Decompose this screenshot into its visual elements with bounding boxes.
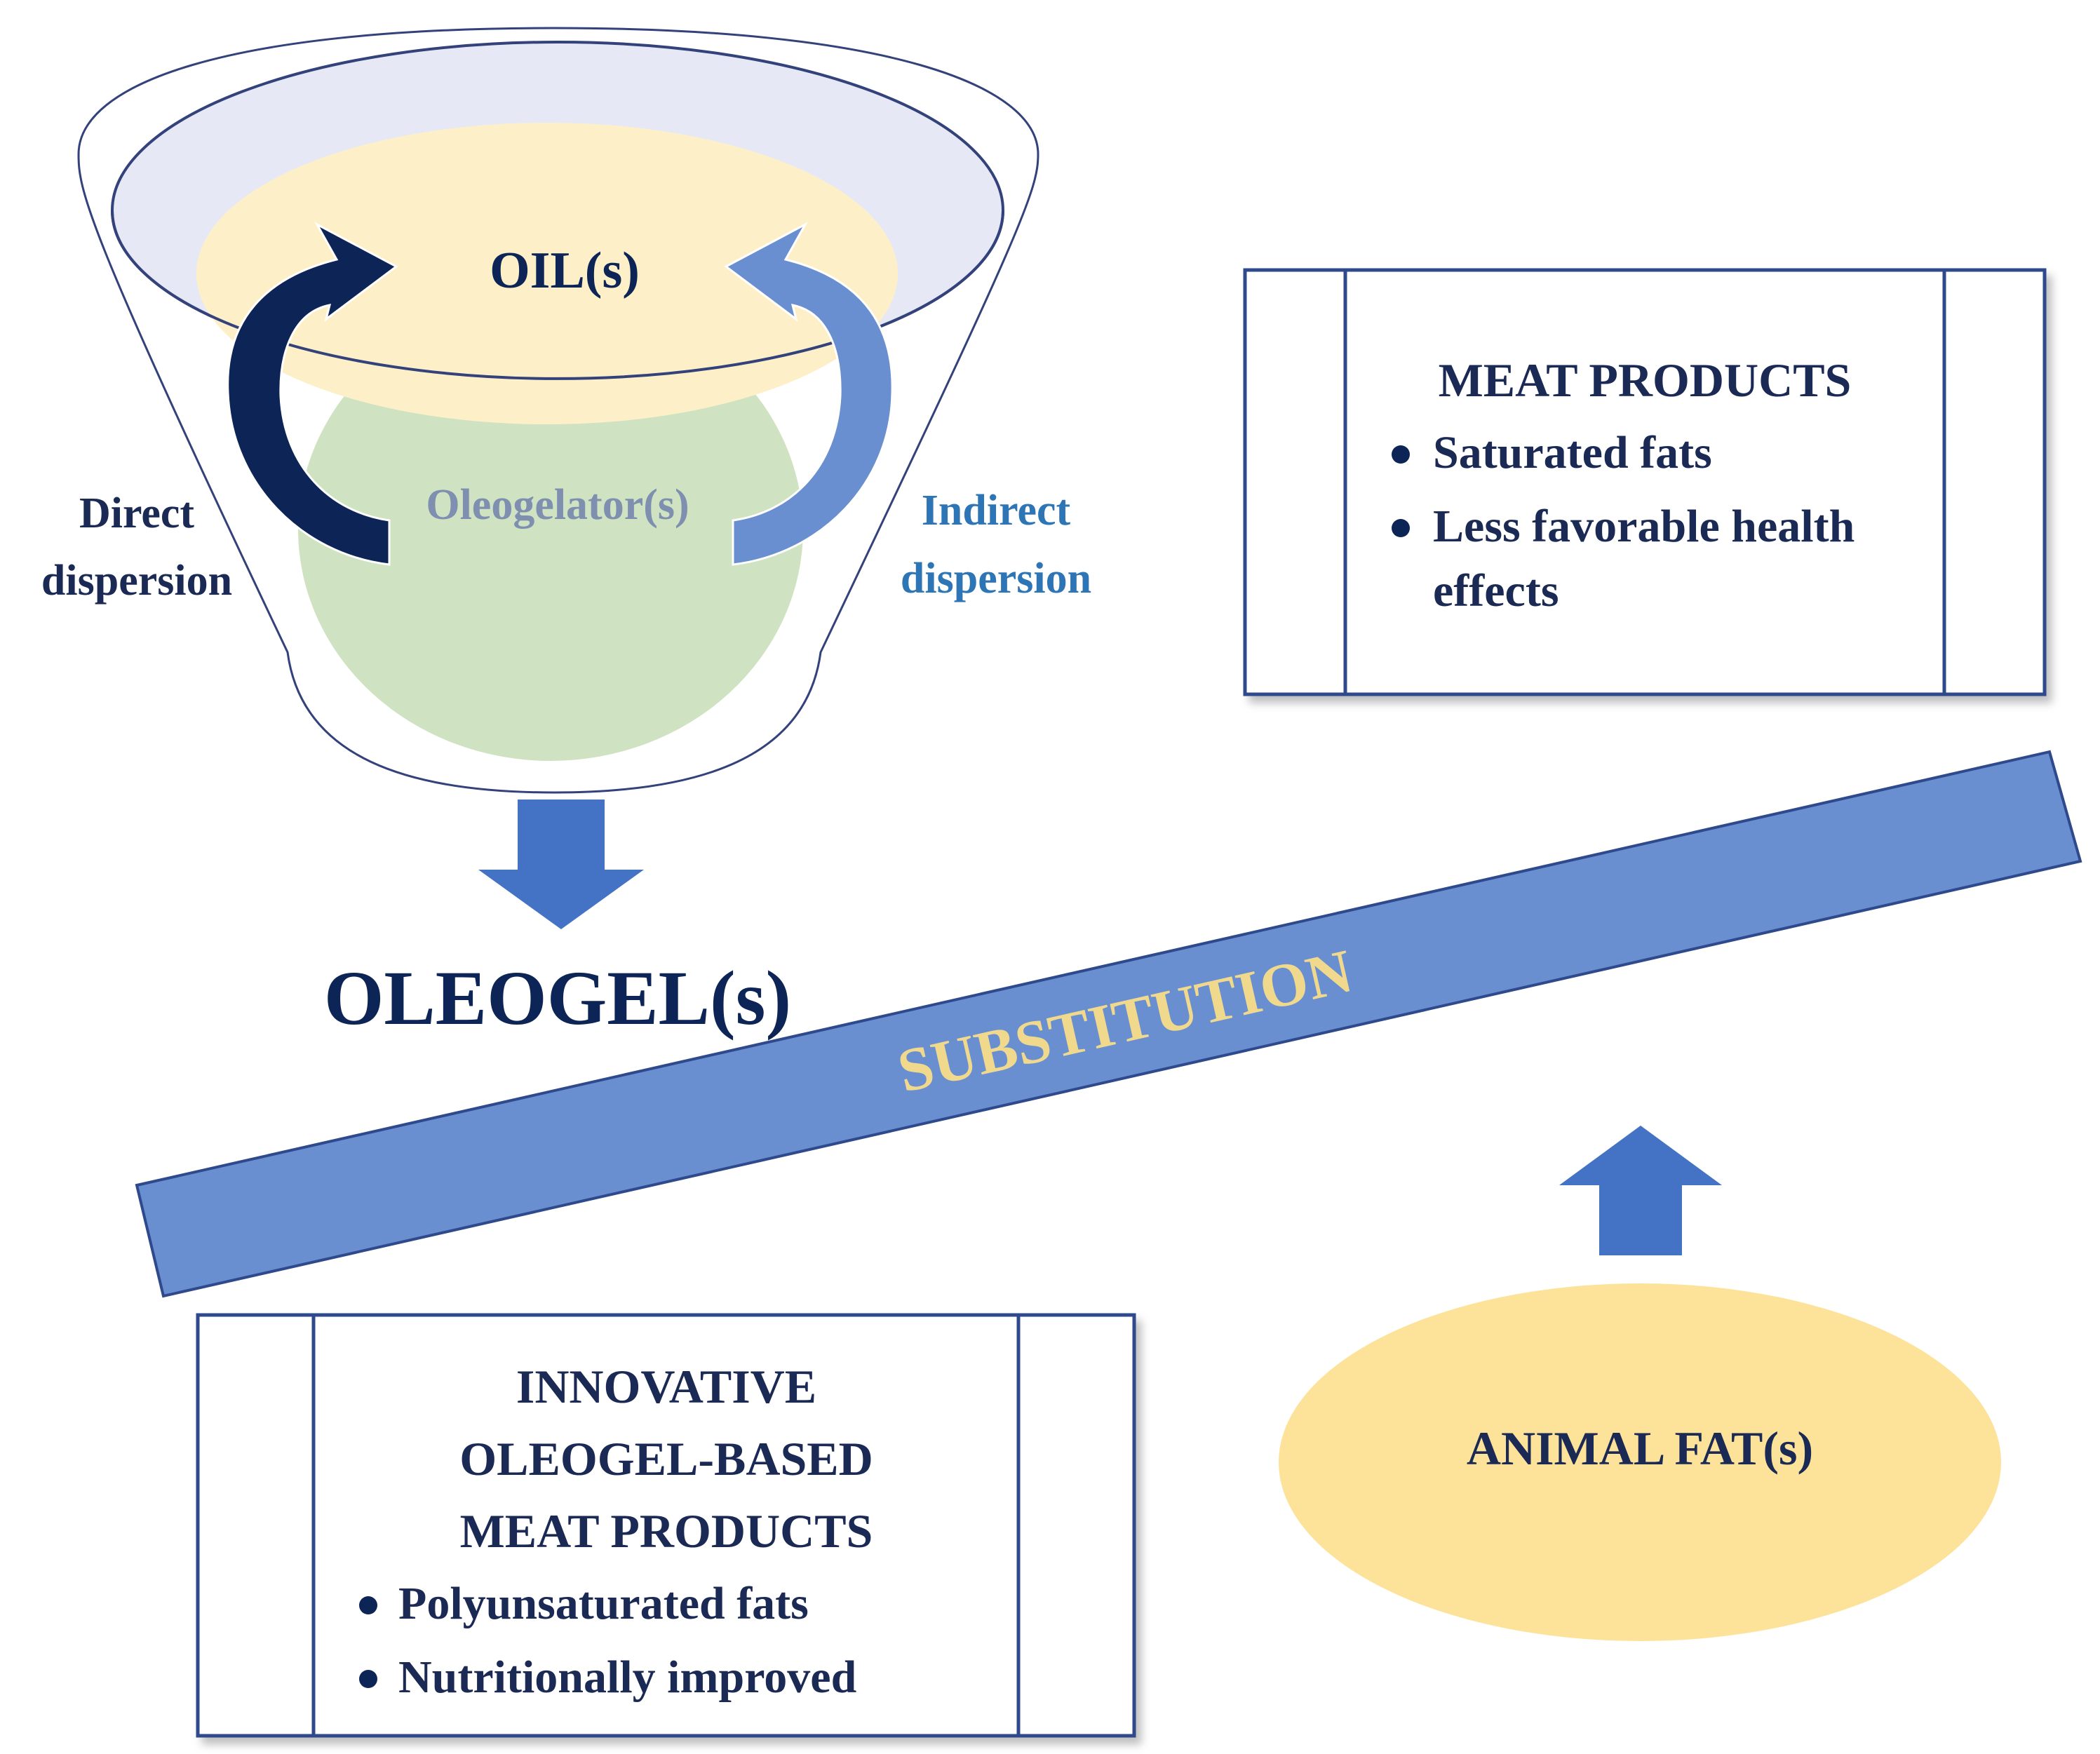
oil-label: OIL(s) xyxy=(490,242,640,299)
innovative-title-line3: MEAT PRODUCTS xyxy=(460,1504,873,1558)
bullet-dot xyxy=(359,1596,377,1614)
indirect-dispersion-label-line2: dispersion xyxy=(901,555,1091,602)
meat-products-box xyxy=(1243,268,2047,696)
oil-region xyxy=(196,123,898,424)
innovative-title-line1: INNOVATIVE xyxy=(516,1360,816,1413)
funnel-rim-front xyxy=(111,210,1004,380)
bullet-dot xyxy=(359,1670,377,1688)
indirect-dispersion-arrow xyxy=(724,222,894,566)
innovative-box xyxy=(196,1313,1136,1738)
innovative-bullet-1: Polyunsaturated fats xyxy=(398,1578,809,1629)
meat-products-bullet-2: Less favorable health xyxy=(1433,501,1855,552)
direct-dispersion-arrow xyxy=(227,222,398,566)
meat-products-title: MEAT PRODUCTS xyxy=(1439,353,1852,407)
bullet-dot xyxy=(1392,445,1410,464)
innovative-title-line2: OLEOGEL-BASED xyxy=(459,1432,873,1485)
down-arrow xyxy=(478,800,644,929)
up-arrow xyxy=(1559,1126,1722,1255)
direct-dispersion-label-line2: dispersion xyxy=(41,557,232,605)
substitution-bar xyxy=(135,750,2082,1298)
animal-fat-label: ANIMAL FAT(s) xyxy=(1467,1422,1813,1475)
oleogel-label: OLEOGEL(s) xyxy=(324,955,791,1041)
bullet-dot xyxy=(1392,519,1410,537)
indirect-dispersion-label-line1: Indirect xyxy=(922,487,1071,534)
meat-products-bullet-2-continuation: effects xyxy=(1433,565,1559,616)
oleogelator-label: Oleogelator(s) xyxy=(426,481,689,529)
meat-products-bullet-1: Saturated fats xyxy=(1433,427,1712,478)
funnel: OIL(s) Oleogelator(s) xyxy=(77,27,1039,794)
innovative-bullet-2: Nutritionally improved xyxy=(398,1652,856,1703)
direct-dispersion-label-line1: Direct xyxy=(79,490,194,537)
animal-fat-ellipse xyxy=(1279,1283,2001,1641)
